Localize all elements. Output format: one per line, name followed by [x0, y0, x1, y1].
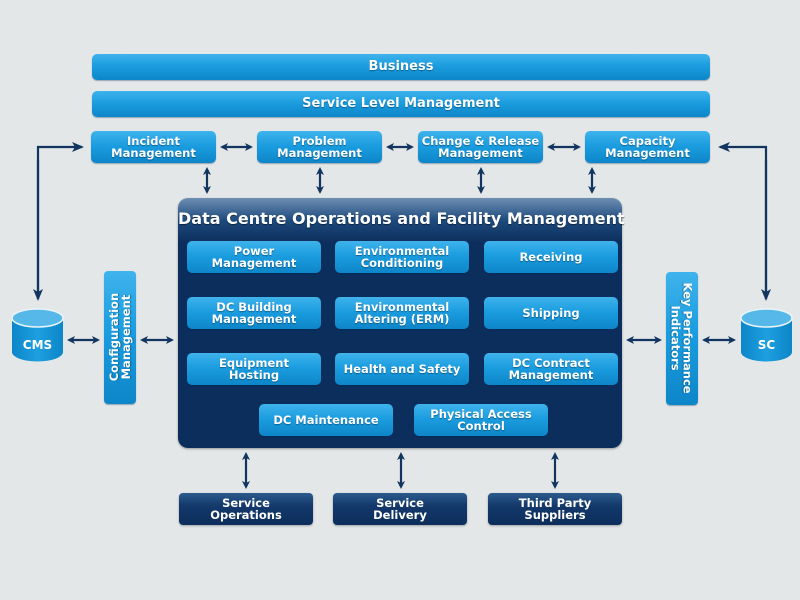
data-centre-operations-panel: Data Centre Operations and Facility Mana…: [178, 198, 625, 448]
item-line1: Health and Safety: [343, 361, 461, 376]
item-line1: Environmental: [354, 243, 450, 258]
receiving-box: Receiving: [484, 241, 618, 273]
sc-label: SC: [757, 338, 776, 352]
item-line1: Power: [233, 243, 275, 258]
data-centre-operations-title: Data Centre Operations and Facility Mana…: [178, 209, 625, 228]
arrow-cms-incident: [36, 142, 84, 299]
bottom-line1: Third Party: [518, 495, 592, 510]
item-line2: Conditioning: [360, 256, 444, 270]
change-line1: Change & Release: [421, 133, 540, 148]
key-performance-indicators-box: Key Performance Indicators: [666, 272, 698, 405]
service-level-management-label: Service Level Management: [302, 96, 500, 112]
item-line1: DC Contract: [512, 355, 590, 370]
cms-label: CMS: [22, 338, 53, 352]
dc-maintenance-box: DC Maintenance: [259, 404, 393, 436]
sc-database: SC: [740, 308, 793, 363]
arrow-sc-capacity: [718, 142, 768, 299]
service-level-management-bar: Service Level Management: [92, 91, 710, 117]
item-line2: Control: [457, 419, 505, 433]
capacity-line2: Management: [605, 146, 690, 160]
item-line2: Management: [211, 312, 297, 326]
bottom-line1: Service: [376, 495, 424, 510]
item-line2: Management: [508, 368, 594, 382]
item-line2: Hosting: [228, 368, 280, 382]
business-bar: Business: [92, 54, 710, 80]
capacity-line1: Capacity: [619, 133, 676, 148]
item-line2: Altering (ERM): [354, 312, 450, 326]
item-line1: Equipment: [219, 355, 289, 370]
problem-line1: Problem: [292, 133, 347, 148]
bottom-line1: Service: [222, 495, 270, 510]
bottom-line2: Suppliers: [524, 508, 586, 522]
item-line1: Shipping: [522, 305, 580, 320]
database-icon: [11, 308, 64, 362]
item-line1: Environmental: [354, 299, 450, 314]
database-icon: [740, 308, 793, 362]
problem-line2: Management: [277, 146, 362, 160]
item-line2: Management: [211, 256, 297, 270]
item-line1: Receiving: [519, 249, 583, 264]
bottom-line2: Operations: [210, 508, 282, 522]
bottom-line2: Delivery: [373, 508, 427, 522]
business-label: Business: [368, 59, 434, 75]
incident-line1: Incident: [127, 133, 180, 148]
change-line2: Management: [438, 146, 523, 160]
item-line1: DC Maintenance: [273, 412, 379, 427]
item-line1: DC Building: [216, 299, 292, 314]
item-line1: Physical Access: [430, 406, 532, 421]
shipping-box: Shipping: [484, 297, 618, 329]
configuration-management-box: Configuration Management: [104, 271, 136, 404]
health-and-safety-box: Health and Safety: [335, 353, 469, 385]
incident-line2: Management: [111, 146, 196, 160]
cms-database: CMS: [11, 308, 64, 363]
